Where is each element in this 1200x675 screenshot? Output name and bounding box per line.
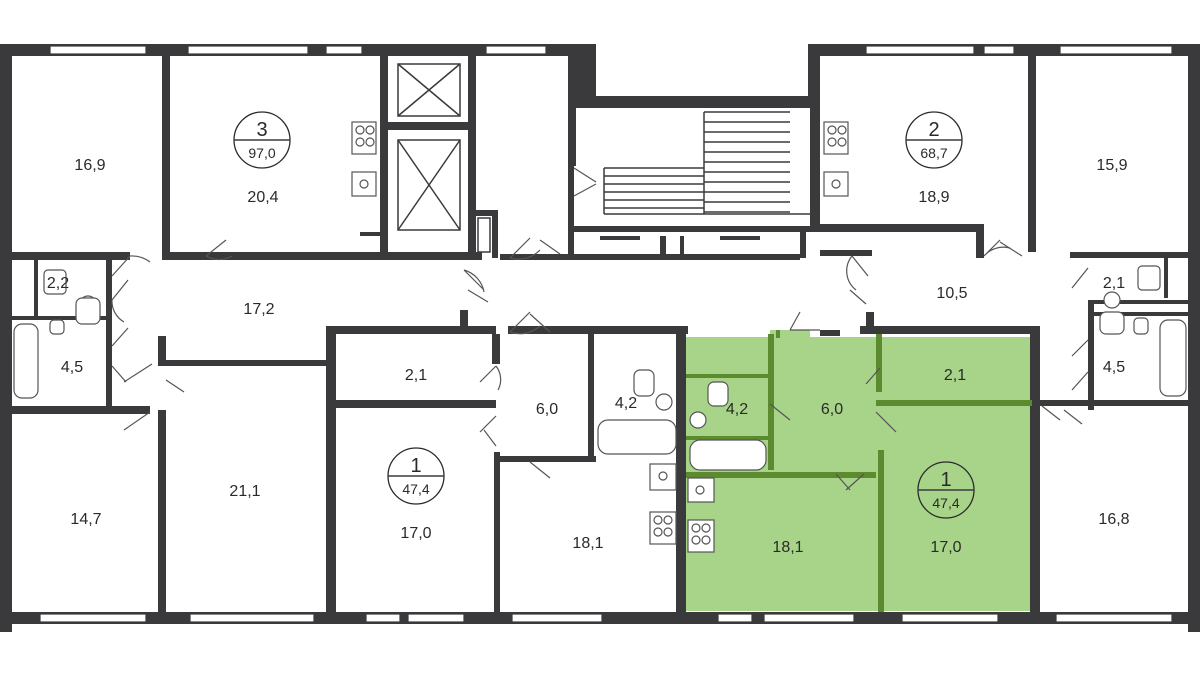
fixtures	[13, 121, 1187, 553]
room-area: 6,0	[536, 401, 558, 418]
room-area: 17,2	[243, 301, 274, 318]
room-area: 18,1	[572, 535, 603, 552]
room-area: 14,7	[70, 511, 101, 528]
room-area: 2,1	[944, 367, 966, 384]
room-area: 2,1	[405, 367, 427, 384]
room-area: 18,9	[918, 189, 949, 206]
room-area: 4,5	[61, 359, 83, 376]
apartment-rooms: 3	[256, 119, 267, 141]
apartment-badge-1-left[interactable]: 1 47,4	[387, 447, 445, 505]
room-area: 2,1	[1103, 275, 1125, 292]
stairs	[603, 111, 810, 215]
apartment-rooms: 2	[928, 119, 939, 141]
room-area: 20,4	[247, 189, 278, 206]
room-area: 4,5	[1103, 359, 1125, 376]
room-area: 17,0	[930, 539, 961, 556]
room-area: 2,2	[47, 275, 69, 292]
room-area: 16,9	[74, 157, 105, 174]
apartment-rooms: 1	[940, 469, 951, 491]
apartment-badge-3[interactable]: 3 97,0	[233, 111, 291, 169]
apartment-rooms: 1	[410, 455, 421, 477]
interior-walls	[10, 56, 1190, 612]
room-area: 6,0	[821, 401, 843, 418]
room-area: 17,0	[400, 525, 431, 542]
room-area: 18,1	[772, 539, 803, 556]
apartment-total-area: 47,4	[932, 495, 959, 511]
apartment-total-area: 68,7	[920, 145, 947, 161]
apartment-badge-2[interactable]: 2 68,7	[905, 111, 963, 169]
room-area: 10,5	[936, 285, 967, 302]
apartment-badge-1-right[interactable]: 1 47,4	[917, 461, 975, 519]
room-area: 15,9	[1096, 157, 1127, 174]
apartment-total-area: 97,0	[248, 145, 275, 161]
elevator-shafts	[397, 63, 491, 253]
room-area: 21,1	[229, 483, 260, 500]
highlighted-apartment-walls	[686, 330, 1032, 612]
windows-bottom	[39, 613, 1173, 623]
room-area: 4,2	[615, 395, 637, 412]
room-area: 16,8	[1098, 511, 1129, 528]
doors	[111, 167, 1089, 491]
apartment-total-area: 47,4	[402, 481, 429, 497]
room-area: 4,2	[726, 401, 748, 418]
room-areas: 16,9 20,4 2,2 17,2 4,5 14,7 21,1 2,1 17,…	[47, 157, 1130, 556]
windows-top	[49, 45, 1173, 55]
